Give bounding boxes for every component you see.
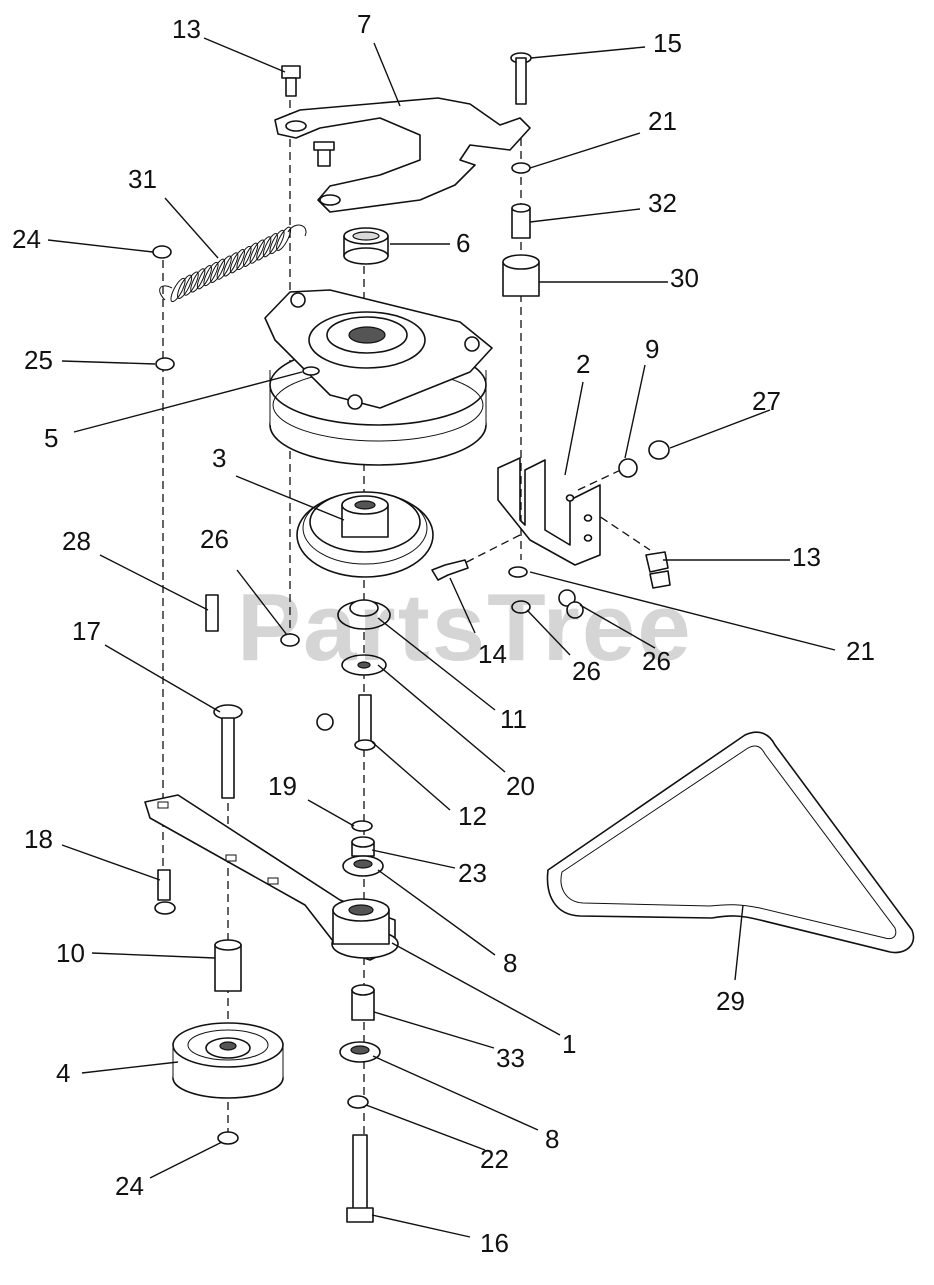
callout-label: 26: [200, 524, 229, 554]
callout-label: 14: [478, 639, 507, 669]
top-bolt-part: [281, 65, 301, 97]
retaining-ring-part: [217, 1131, 239, 1145]
callout-label: 22: [480, 1144, 509, 1174]
callout-label: 5: [44, 423, 58, 453]
callout-label: 28: [62, 526, 91, 556]
callout-leaders: [47, 37, 836, 1238]
callout-label: 25: [24, 345, 53, 375]
tension-spring-part: [152, 224, 307, 371]
callout-label: 16: [480, 1228, 509, 1258]
lower-bearing-stack: [339, 984, 381, 1223]
callout-label: 4: [56, 1058, 70, 1088]
drive-belt-part: [546, 731, 915, 954]
upper-bearing-stack: [342, 820, 384, 877]
flange-nut-part: [280, 633, 300, 647]
key-part: [205, 594, 219, 632]
callout-label: 8: [545, 1124, 559, 1154]
callout-label: 24: [12, 224, 41, 254]
callout-label: 32: [648, 188, 677, 218]
callout-label: 9: [645, 334, 659, 364]
callout-label: 30: [670, 263, 699, 293]
callout-label: 15: [653, 28, 682, 58]
upper-spacer-stack: [502, 162, 540, 297]
callout-label: 20: [506, 771, 535, 801]
pivot-pin-part: [213, 704, 243, 799]
callout-label: 10: [56, 938, 85, 968]
bearing-part: [343, 227, 389, 265]
callout-label: 13: [792, 542, 821, 572]
callout-label: 2: [576, 349, 590, 379]
callout-label: 26: [642, 646, 671, 676]
callout-label: 11: [500, 704, 527, 734]
watermark-text: PartsTree: [237, 574, 693, 681]
callout-label: 13: [172, 14, 201, 44]
bracket-hardware: [431, 440, 671, 619]
callout-label: 3: [212, 443, 226, 473]
idler-pulley-part: [172, 1022, 284, 1099]
mounting-bracket-part: [497, 457, 601, 566]
callout-label: 17: [72, 616, 101, 646]
callout-label: 19: [268, 771, 297, 801]
callout-label: 6: [456, 228, 470, 258]
electric-clutch-part: [264, 289, 493, 466]
callout-label: 18: [24, 824, 53, 854]
callout-label: 31: [128, 164, 157, 194]
callout-label: 1: [562, 1029, 576, 1059]
callout-label: 21: [648, 106, 677, 136]
callout-label: 21: [846, 636, 875, 666]
carriage-bolt-part: [154, 869, 176, 915]
callout-label: 8: [503, 948, 517, 978]
shoulder-bolt-part: [510, 52, 532, 105]
callout-label: 26: [572, 656, 601, 686]
callout-label: 7: [357, 9, 371, 39]
callout-label: 33: [496, 1043, 525, 1073]
callout-label: 23: [458, 858, 487, 888]
callout-label: 24: [115, 1171, 144, 1201]
idler-bracket-part: [274, 97, 531, 213]
callout-label: 12: [458, 801, 487, 831]
idler-arm-part: [144, 794, 399, 961]
callout-label: 27: [752, 386, 781, 416]
spacer-tube-part: [214, 939, 242, 992]
clutch-pulley-part: [296, 491, 434, 578]
callout-label: 29: [716, 986, 745, 1016]
